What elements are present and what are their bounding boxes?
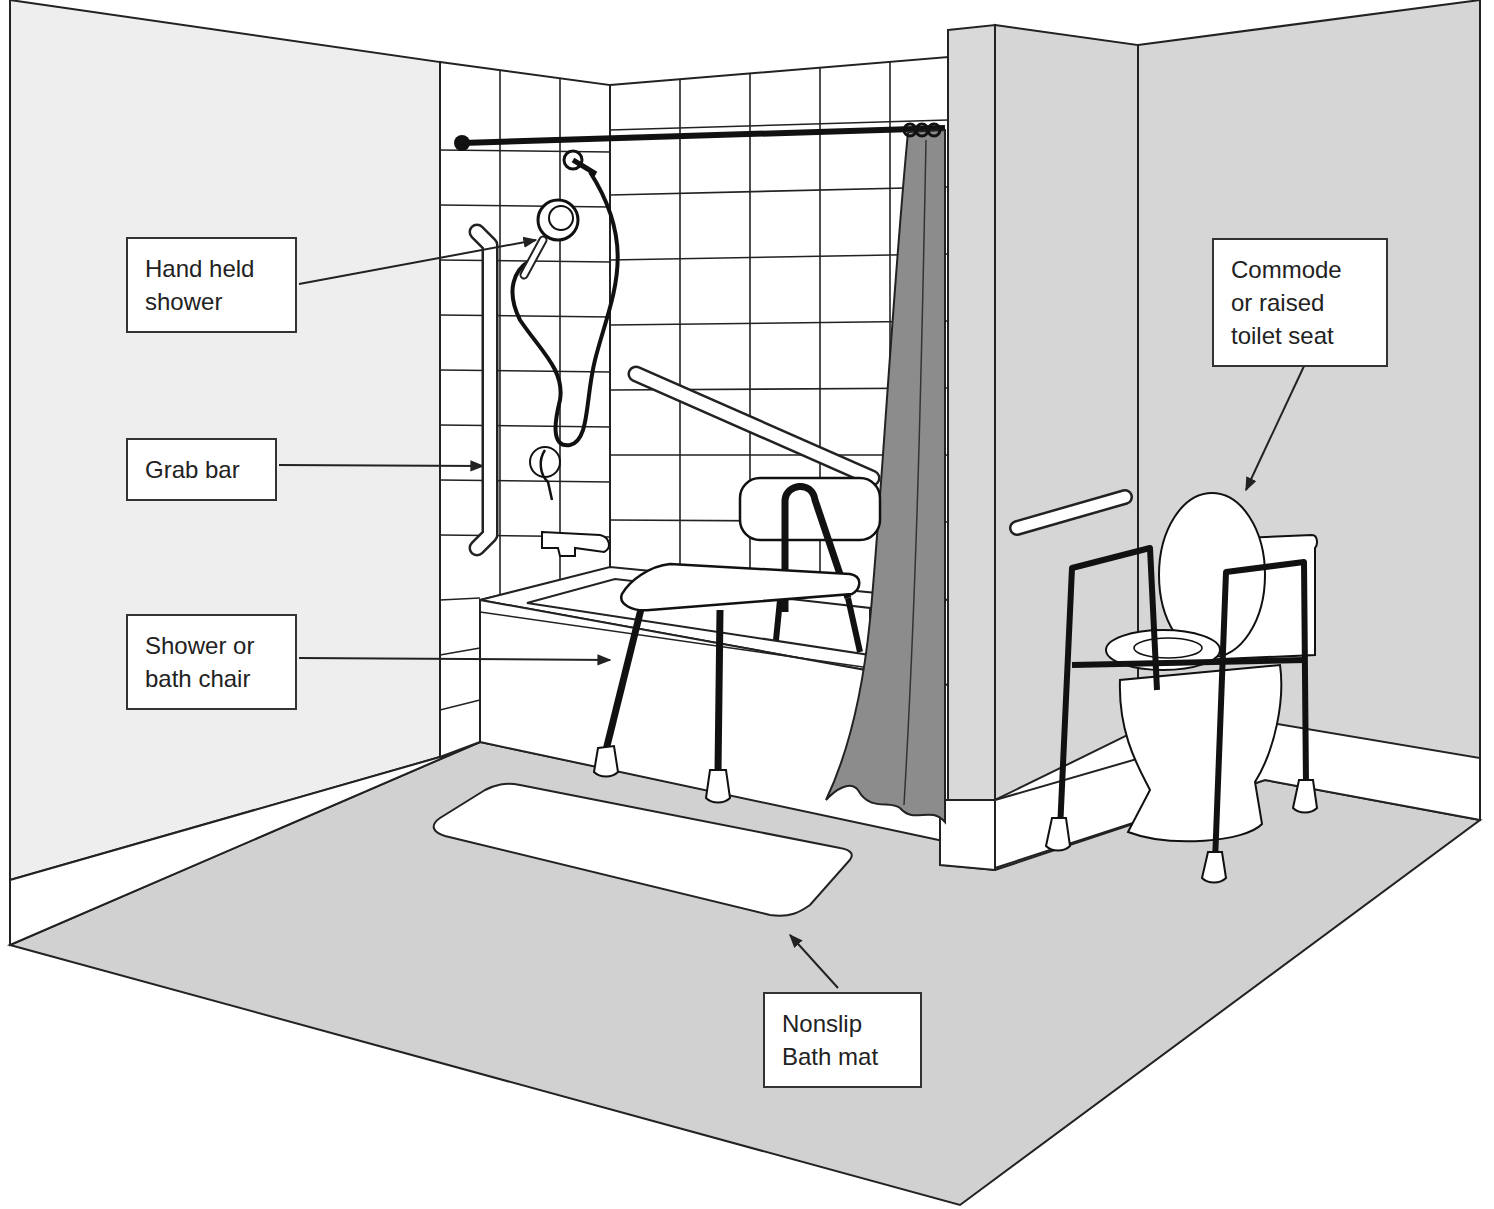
chair-leg — [606, 605, 642, 750]
grab-bar — [1017, 497, 1125, 528]
curtain-fold — [904, 140, 926, 805]
chair-foot — [706, 770, 730, 803]
leader-line — [1246, 364, 1305, 490]
commode-foot — [1046, 818, 1070, 851]
callout-text: Grab bar — [145, 453, 255, 486]
callout-box: Nonslip Bath mat — [763, 992, 922, 1088]
tile-line — [440, 150, 610, 152]
shower-head — [538, 200, 578, 240]
callout-box: Grab bar — [126, 438, 277, 501]
curtain-ring — [904, 124, 916, 136]
left-wall — [10, 0, 440, 880]
curtain-rod — [462, 128, 945, 143]
commode-arm — [1060, 548, 1157, 830]
shower-curtain — [826, 130, 945, 822]
partition-side — [948, 25, 995, 800]
commode-foot — [1202, 852, 1226, 883]
tile-line — [440, 648, 480, 655]
baseboard — [10, 742, 480, 945]
leader-line — [279, 465, 483, 466]
leader-line — [790, 935, 838, 988]
leader-line — [299, 658, 610, 660]
shower-mount-arm — [573, 160, 596, 174]
tile-line — [440, 598, 480, 600]
shower-head-face — [549, 206, 573, 230]
curtain-ring — [928, 124, 940, 136]
leader-line — [299, 240, 536, 284]
shower-handle — [524, 240, 543, 275]
grab-bar — [636, 374, 872, 478]
shower-hose — [512, 172, 617, 445]
tile-line — [440, 205, 610, 207]
grab-bar — [1017, 497, 1125, 528]
leader-lines — [279, 240, 1305, 988]
chair-seat — [621, 564, 859, 610]
valve-lever — [541, 450, 552, 500]
tile-line — [440, 370, 610, 372]
callout-text: Shower or bath chair — [145, 629, 275, 695]
chair-foot — [594, 746, 618, 777]
curtain-rings — [904, 124, 940, 136]
chair-leg — [718, 610, 720, 772]
toilet-bowl — [1120, 665, 1281, 841]
callout-box: Shower or bath chair — [126, 614, 297, 710]
commode-foot — [1293, 780, 1317, 813]
tile-line — [440, 700, 480, 710]
callout-text: Nonslip Bath mat — [782, 1007, 903, 1073]
tub-spout — [542, 532, 609, 556]
grab-bar — [636, 374, 872, 478]
curtain-ring — [916, 124, 928, 136]
callout-text: Commode or raised toilet seat — [1231, 253, 1356, 352]
baseboard — [940, 800, 995, 870]
callout-box: Commode or raised toilet seat — [1212, 238, 1388, 367]
grab-bar — [477, 232, 490, 548]
grab-bar — [477, 232, 490, 548]
tile-line — [559, 78, 561, 585]
bath-mat — [434, 784, 852, 916]
chair-leg — [776, 600, 780, 640]
tile-line — [610, 187, 948, 195]
callout-text: Hand held shower — [145, 252, 275, 318]
tile-line — [679, 79, 681, 590]
commode-rail — [1072, 660, 1306, 665]
callout-box: Hand held shower — [126, 237, 297, 333]
commode-frame — [1060, 548, 1306, 862]
shower-handle — [524, 240, 543, 275]
toilet-seat-opening — [1134, 638, 1202, 658]
chair-leg — [848, 598, 860, 652]
tile-line — [440, 315, 610, 317]
commode-arm — [1215, 562, 1306, 862]
rod-mount — [454, 135, 470, 151]
tile-line — [440, 480, 610, 482]
